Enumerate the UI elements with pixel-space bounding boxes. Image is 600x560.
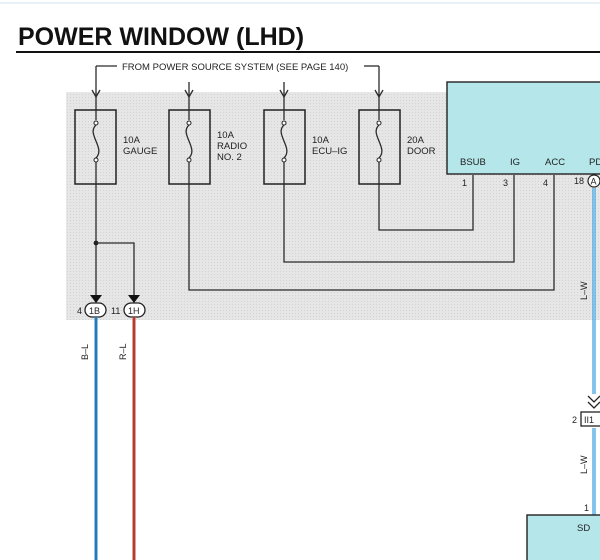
- connector-a-label: A: [591, 177, 597, 187]
- connector-a-circle: [587, 174, 600, 188]
- wire-gauge-branch: [96, 242, 135, 300]
- terminal-pd: PD: [589, 157, 600, 168]
- terminal-ig: IG: [510, 157, 520, 168]
- wire-door-bsub: [378, 175, 474, 231]
- connector-1h-pin: 11: [111, 306, 120, 316]
- fuse-gauge-name: GAUGE: [123, 146, 157, 157]
- connector-1h-code: 1H: [128, 306, 140, 316]
- junction-chevron-upper: [587, 395, 600, 403]
- connector-ii1-code: II1: [584, 415, 594, 425]
- pin-pd: 18: [574, 176, 584, 186]
- fuse-door-name: DOOR: [407, 146, 436, 157]
- connector-1b-arrow: [90, 295, 102, 303]
- wire-ecu-ig: [283, 175, 515, 263]
- connector-1b-code: 1B: [89, 306, 100, 316]
- wire-label-l-w-bottom: L–W: [579, 455, 589, 474]
- terminal-bsub: BSUB: [460, 157, 486, 168]
- connector-ii1-pin: 2: [572, 415, 577, 425]
- connector-ii1: [580, 411, 600, 427]
- fuse-ecu-ig-rating: 10A: [312, 135, 330, 146]
- fuse-ecu-ig-name: ECU–IG: [312, 146, 347, 157]
- terminal-acc: ACC: [545, 157, 565, 168]
- wire-label-l-w-top: L–W: [579, 281, 589, 300]
- wire-label-r-l: R–L: [118, 343, 128, 360]
- sd-label: SD: [577, 523, 590, 534]
- power-window-master-switch: [446, 81, 600, 175]
- source-note: FROM POWER SOURCE SYSTEM (SEE PAGE 140): [122, 62, 348, 73]
- pin-acc: 4: [543, 178, 548, 188]
- wire-label-b-l: B–L: [80, 344, 90, 360]
- bottom-pin: 1: [584, 503, 589, 513]
- connector-1b-pin: 4: [77, 306, 82, 316]
- fuse-gauge-rating: 10A: [123, 135, 141, 146]
- connector-1h-arrow: [128, 295, 140, 303]
- fuse-radio-name: RADIO: [217, 141, 247, 152]
- page-title: POWER WINDOW (LHD): [18, 23, 304, 51]
- junction-chevron-lower: [587, 401, 600, 409]
- pin-bsub: 1: [462, 178, 467, 188]
- fuse-radio-rating: 10A: [217, 130, 235, 141]
- fuse-radio-number: NO. 2: [217, 152, 242, 163]
- wire-radio-acc: [188, 175, 555, 291]
- fuse-door-rating: 20A: [407, 135, 425, 146]
- sd-component-box: [526, 514, 600, 560]
- pin-ig: 3: [503, 178, 508, 188]
